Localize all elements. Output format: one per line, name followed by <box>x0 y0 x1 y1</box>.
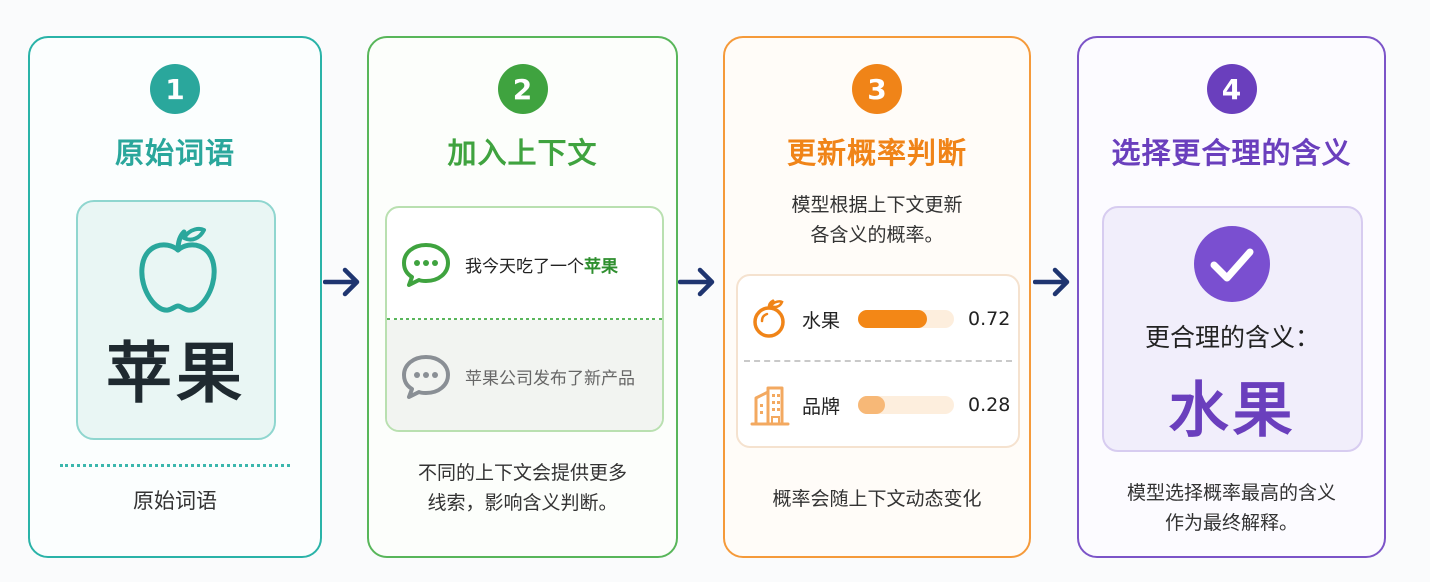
probability-bar-fill <box>858 310 928 328</box>
arrow-right-icon <box>323 267 360 297</box>
step-card-2: 2 加入上下文 我今天吃了一个苹果 苹果公司发布了新产品 不同的上下文会提供更多… <box>367 36 678 558</box>
context-example-1: 我今天吃了一个苹果 <box>387 208 662 320</box>
check-circle-icon <box>1194 226 1270 302</box>
probability-value: 0.28 <box>968 394 1011 416</box>
context-text: 苹果公司发布了新产品 <box>465 368 635 389</box>
step-caption: 原始词语 <box>133 489 217 513</box>
step-number-badge: 1 <box>150 64 200 114</box>
step-caption: 不同的上下文会提供更多 线索，影响含义判断。 <box>417 462 627 514</box>
probability-row-brand: 品牌 0.28 <box>738 362 1018 448</box>
step-caption: 概率会随上下文动态变化 <box>772 488 982 510</box>
divider <box>744 360 1012 362</box>
step-number-badge: 2 <box>497 64 548 114</box>
step-number-badge: 3 <box>852 64 902 114</box>
probability-bar-fill <box>858 396 885 414</box>
context-example-2: 苹果公司发布了新产品 <box>387 320 662 430</box>
meaning-label: 品牌 <box>802 395 841 418</box>
original-word: 苹果 <box>106 335 246 412</box>
step-caption: 模型选择概率最高的含义 作为最终解释。 <box>1126 482 1336 534</box>
step-card-1: 1 原始词语 苹果 原始词语 <box>28 36 322 558</box>
chat-bubble-icon <box>402 243 450 287</box>
probability-box: 水果 0.72 品牌 0.28 <box>736 274 1020 448</box>
arrow-right-icon <box>678 267 715 297</box>
building-icon <box>750 386 790 426</box>
step-number-badge: 4 <box>1206 64 1257 114</box>
step-title: 更新概率判断 <box>786 136 967 170</box>
result-box: 更合理的含义： 水果 <box>1102 206 1363 452</box>
highlighted-word: 苹果 <box>584 256 618 277</box>
word-box: 苹果 <box>76 200 276 440</box>
step-title: 加入上下文 <box>447 136 598 170</box>
arrow-right-icon <box>1033 267 1070 297</box>
step-card-3: 3 更新概率判断 模型根据上下文更新 各含义的概率。 水果 0.72 <box>723 36 1031 558</box>
result-word: 水果 <box>1168 376 1297 446</box>
divider <box>60 464 290 467</box>
step-card-4: 4 选择更合理的含义 更合理的含义： 水果 模型选择概率最高的含义 作为最终解释… <box>1077 36 1386 558</box>
probability-bar <box>858 396 954 414</box>
apple-outline-icon <box>139 227 217 313</box>
fruit-icon <box>753 299 785 338</box>
step-intro: 模型根据上下文更新 各含义的概率。 <box>791 194 963 246</box>
probability-row-fruit: 水果 0.72 <box>738 276 1018 362</box>
context-text: 我今天吃了一个苹果 <box>465 256 618 277</box>
context-box: 我今天吃了一个苹果 苹果公司发布了新产品 <box>385 206 664 432</box>
step-title: 选择更合理的含义 <box>1111 136 1352 170</box>
chat-bubble-icon <box>402 355 450 399</box>
probability-bar <box>858 310 954 328</box>
probability-value: 0.72 <box>968 308 1011 330</box>
step-title: 原始词语 <box>114 136 235 170</box>
divider <box>387 318 662 321</box>
result-label: 更合理的含义： <box>1144 323 1320 352</box>
meaning-label: 水果 <box>802 309 841 332</box>
